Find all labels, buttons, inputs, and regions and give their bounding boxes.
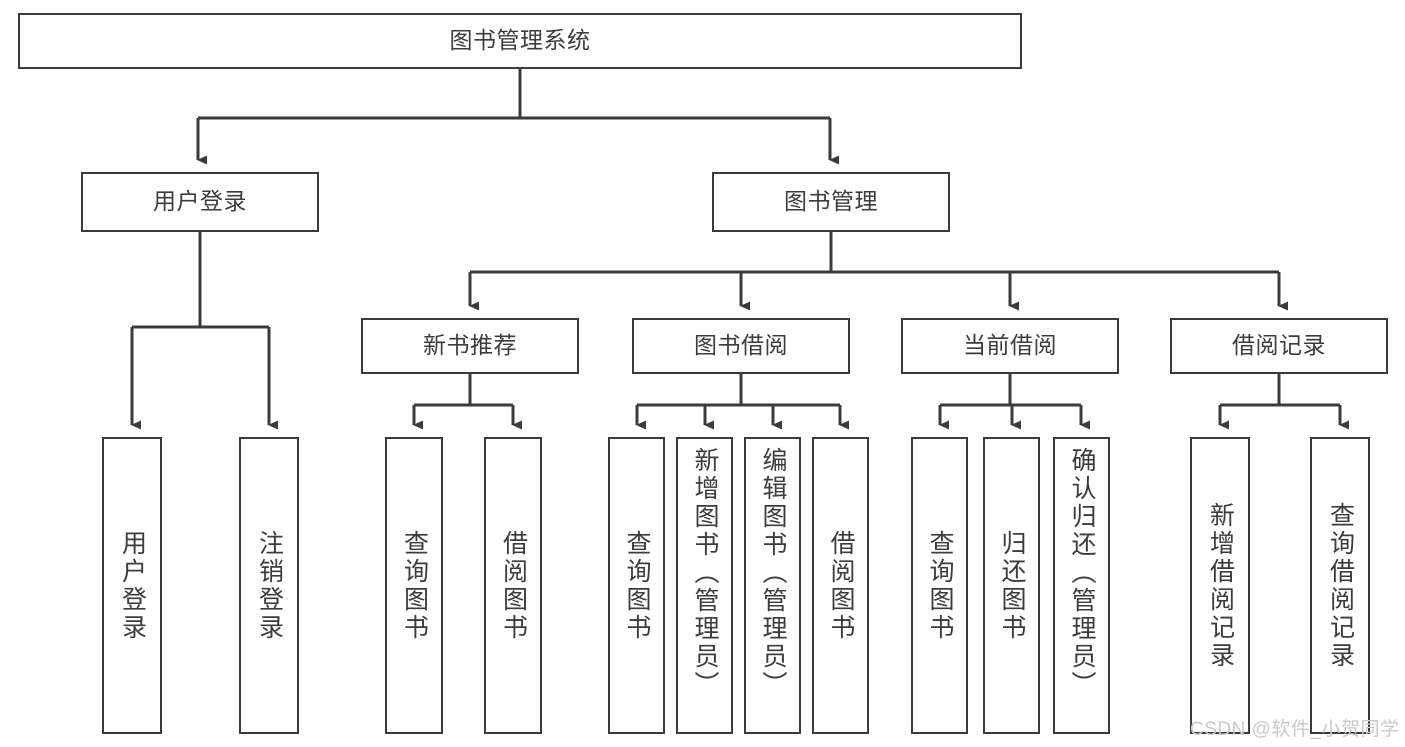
leaf-borrow-book[interactable]: 借阅图书 xyxy=(812,437,869,734)
leaf-add-book[interactable]: 新增图书（管理员） xyxy=(676,437,733,734)
leaf-add-borrow-record[interactable]: 新增借阅记录 xyxy=(1190,437,1250,734)
leaf-query-borrow-record[interactable]: 查询借阅记录 xyxy=(1310,437,1370,734)
leaf-return-book[interactable]: 归还图书 xyxy=(983,437,1040,734)
leaf-edit-book[interactable]: 编辑图书（管理员） xyxy=(744,437,801,734)
leaf-query-book-recommend[interactable]: 查询图书 xyxy=(385,437,443,734)
node-user-login[interactable]: 用户登录 xyxy=(81,172,319,232)
node-book-borrow[interactable]: 图书借阅 xyxy=(632,318,850,374)
leaf-query-borrow-record-label: 查询借阅记录 xyxy=(1326,501,1355,670)
node-current-borrow[interactable]: 当前借阅 xyxy=(901,318,1119,374)
leaf-query-book-current[interactable]: 查询图书 xyxy=(911,437,968,734)
node-root[interactable]: 图书管理系统 xyxy=(18,13,1022,69)
node-book-manage[interactable]: 图书管理 xyxy=(712,172,950,232)
leaf-query-book-borrow[interactable]: 查询图书 xyxy=(608,437,665,734)
leaf-confirm-return-label: 确认归还（管理员） xyxy=(1068,447,1096,699)
node-new-book-recommend-label: 新书推荐 xyxy=(423,332,517,359)
leaf-user-login-label: 用户登录 xyxy=(118,529,147,642)
leaf-add-borrow-record-label: 新增借阅记录 xyxy=(1206,501,1235,670)
leaf-user-logout[interactable]: 注销登录 xyxy=(239,437,299,734)
node-book-borrow-label: 图书借阅 xyxy=(694,332,788,359)
node-borrow-record[interactable]: 借阅记录 xyxy=(1170,318,1388,374)
leaf-add-book-label: 新增图书（管理员） xyxy=(691,447,719,699)
node-borrow-record-label: 借阅记录 xyxy=(1232,332,1326,359)
leaf-borrow-book-label: 借阅图书 xyxy=(827,529,855,642)
leaf-confirm-return[interactable]: 确认归还（管理员） xyxy=(1053,437,1110,734)
leaf-user-logout-label: 注销登录 xyxy=(255,529,284,642)
leaf-query-book-recommend-label: 查询图书 xyxy=(400,529,429,642)
leaf-borrow-book-recommend-label: 借阅图书 xyxy=(499,529,528,642)
leaf-edit-book-label: 编辑图书（管理员） xyxy=(759,447,787,699)
watermark: CSDN @软件_小贺同学 xyxy=(1190,719,1400,740)
node-user-login-label: 用户登录 xyxy=(153,188,247,215)
node-new-book-recommend[interactable]: 新书推荐 xyxy=(361,318,579,374)
node-current-borrow-label: 当前借阅 xyxy=(963,332,1057,359)
leaf-borrow-book-recommend[interactable]: 借阅图书 xyxy=(484,437,542,734)
node-book-manage-label: 图书管理 xyxy=(784,188,878,215)
leaf-return-book-label: 归还图书 xyxy=(998,529,1026,642)
leaf-user-login[interactable]: 用户登录 xyxy=(102,437,162,734)
leaf-query-book-current-label: 查询图书 xyxy=(926,529,954,642)
node-root-label: 图书管理系统 xyxy=(449,27,591,54)
leaf-query-book-borrow-label: 查询图书 xyxy=(623,529,651,642)
